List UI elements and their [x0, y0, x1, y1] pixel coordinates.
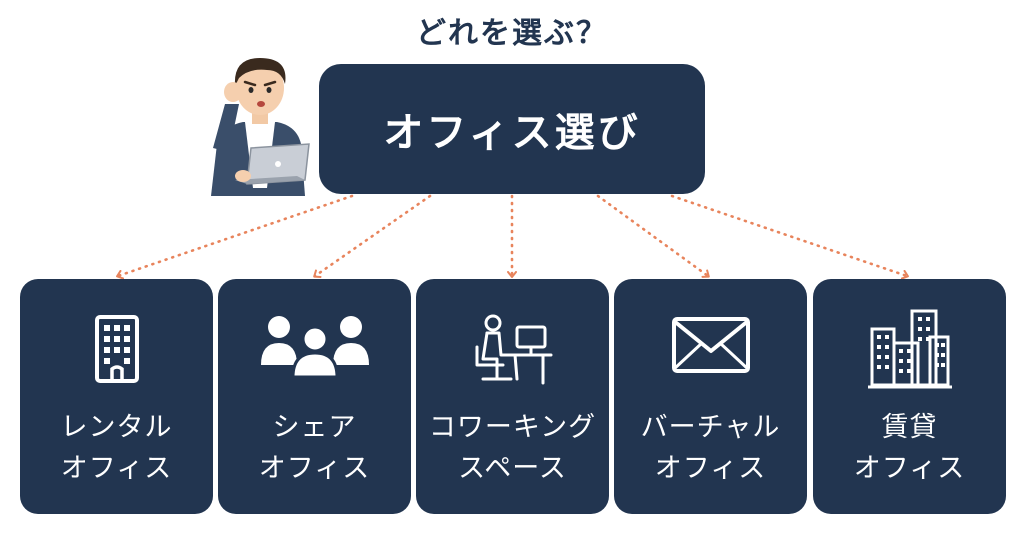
- envelope-icon: [671, 317, 750, 373]
- option-virtual-office: バーチャル オフィス: [614, 279, 807, 514]
- person-at-computer-icon: [475, 314, 552, 385]
- thinking-person-icon: [211, 58, 310, 196]
- arrow-to-option-2: [313, 194, 432, 278]
- option-share-office: シェア オフィス: [218, 279, 411, 514]
- option-label: レンタル オフィス: [60, 412, 173, 484]
- option-label: コワーキング スペース: [428, 412, 597, 484]
- option-rental-office: レンタル オフィス: [20, 279, 213, 514]
- option-coworking-space: コワーキング スペース: [416, 279, 609, 514]
- arrow-to-option-5: [670, 194, 909, 280]
- option-label: 賃貸 オフィス: [853, 412, 966, 484]
- office-building-icon: [94, 315, 139, 383]
- main-topic-label: オフィス選び: [383, 110, 641, 156]
- arrow-to-option-4: [596, 194, 710, 278]
- people-group-icon: [260, 316, 369, 377]
- option-label: バーチャル オフィス: [640, 412, 781, 484]
- option-rented-office: 賃貸 オフィス: [813, 279, 1006, 514]
- main-topic-box: オフィス選び: [319, 64, 705, 194]
- option-label: シェア オフィス: [258, 412, 371, 484]
- arrow-to-option-1: [116, 194, 354, 280]
- question-heading: どれを選ぶ？: [416, 16, 608, 51]
- city-buildings-icon: [867, 309, 952, 389]
